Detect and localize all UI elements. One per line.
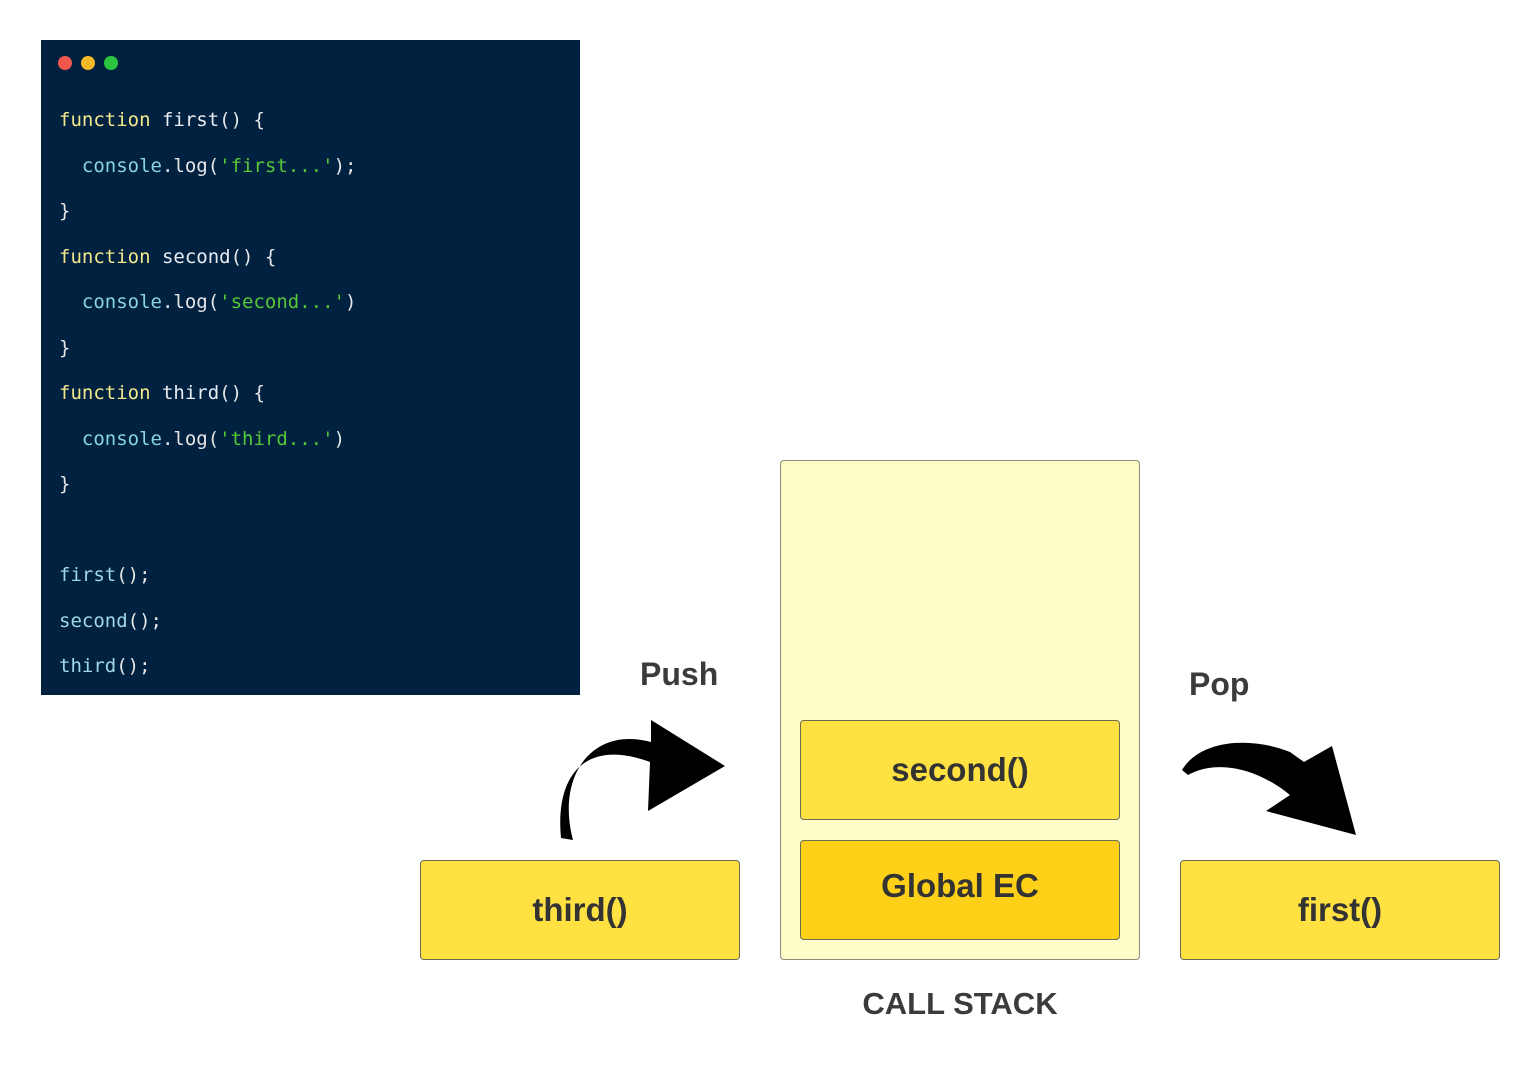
pop-arrow-icon xyxy=(1182,742,1356,835)
outgoing-frame-first: first() xyxy=(1180,860,1500,960)
code-token: ); xyxy=(333,154,357,177)
code-token: ) xyxy=(345,291,357,313)
incoming-frame-third-label: third() xyxy=(532,891,628,928)
code-line: console.log('second...') xyxy=(59,286,357,332)
code-line: } xyxy=(59,332,356,378)
code-token: 'third...' xyxy=(219,427,334,450)
code-block: function first() { console.log('first...… xyxy=(59,104,356,696)
code-token: function xyxy=(59,245,151,268)
code-token: third xyxy=(59,655,117,677)
code-token: (); xyxy=(127,609,162,632)
outgoing-frame-first-label: first() xyxy=(1297,891,1383,928)
code-token: third xyxy=(150,382,220,404)
code-token: console xyxy=(81,291,162,313)
minimize-dot-icon[interactable] xyxy=(81,56,95,70)
incoming-frame-third: third() xyxy=(420,860,740,960)
close-dot-icon[interactable] xyxy=(58,56,72,70)
code-token: ) xyxy=(333,427,346,450)
code-token: (); xyxy=(116,655,151,677)
code-token: console xyxy=(81,427,162,450)
stack-frame-global-ec-label: Global EC xyxy=(881,867,1039,904)
code-line: } xyxy=(59,468,356,514)
code-token: } xyxy=(59,336,71,359)
code-line: console.log('first...'); xyxy=(59,150,357,196)
code-token: .log( xyxy=(161,427,220,450)
code-line: } xyxy=(59,195,356,241)
code-token: () { xyxy=(219,109,265,131)
code-token: second xyxy=(150,245,231,268)
stack-frame-second-label: second() xyxy=(891,751,1029,788)
maximize-dot-icon[interactable] xyxy=(104,56,118,70)
code-token: function xyxy=(59,382,151,404)
push-label: Push xyxy=(640,656,719,692)
code-line: function second() { xyxy=(59,241,356,287)
stack-frame-global-ec: Global EC xyxy=(800,840,1120,940)
code-line: console.log('third...') xyxy=(59,423,356,469)
code-token: .log( xyxy=(161,154,220,177)
code-line: first(); xyxy=(59,559,356,605)
code-token: } xyxy=(59,200,71,222)
code-token: () { xyxy=(230,245,277,268)
code-token: console xyxy=(81,154,162,177)
stack-frame-second: second() xyxy=(800,720,1120,820)
code-token: (); xyxy=(116,564,151,586)
code-token: first xyxy=(59,564,117,586)
window-controls xyxy=(58,56,118,70)
code-line: second(); xyxy=(59,605,356,651)
code-token: .log( xyxy=(161,291,220,313)
code-token: function xyxy=(59,109,151,131)
call-stack-label: CALL STACK xyxy=(862,986,1058,1021)
push-arrow-icon xyxy=(560,720,725,840)
code-token: 'first...' xyxy=(219,154,334,177)
code-token: first xyxy=(150,109,220,131)
code-window: function first() { console.log('first...… xyxy=(41,40,580,695)
code-token: } xyxy=(59,473,71,495)
code-token: second xyxy=(59,609,128,632)
code-line: third(); xyxy=(59,650,356,696)
code-token: 'second...' xyxy=(219,291,346,313)
code-token: () { xyxy=(219,382,265,404)
code-line: function first() { xyxy=(59,104,356,150)
code-line: function third() { xyxy=(59,377,356,423)
pop-label: Pop xyxy=(1189,666,1250,702)
